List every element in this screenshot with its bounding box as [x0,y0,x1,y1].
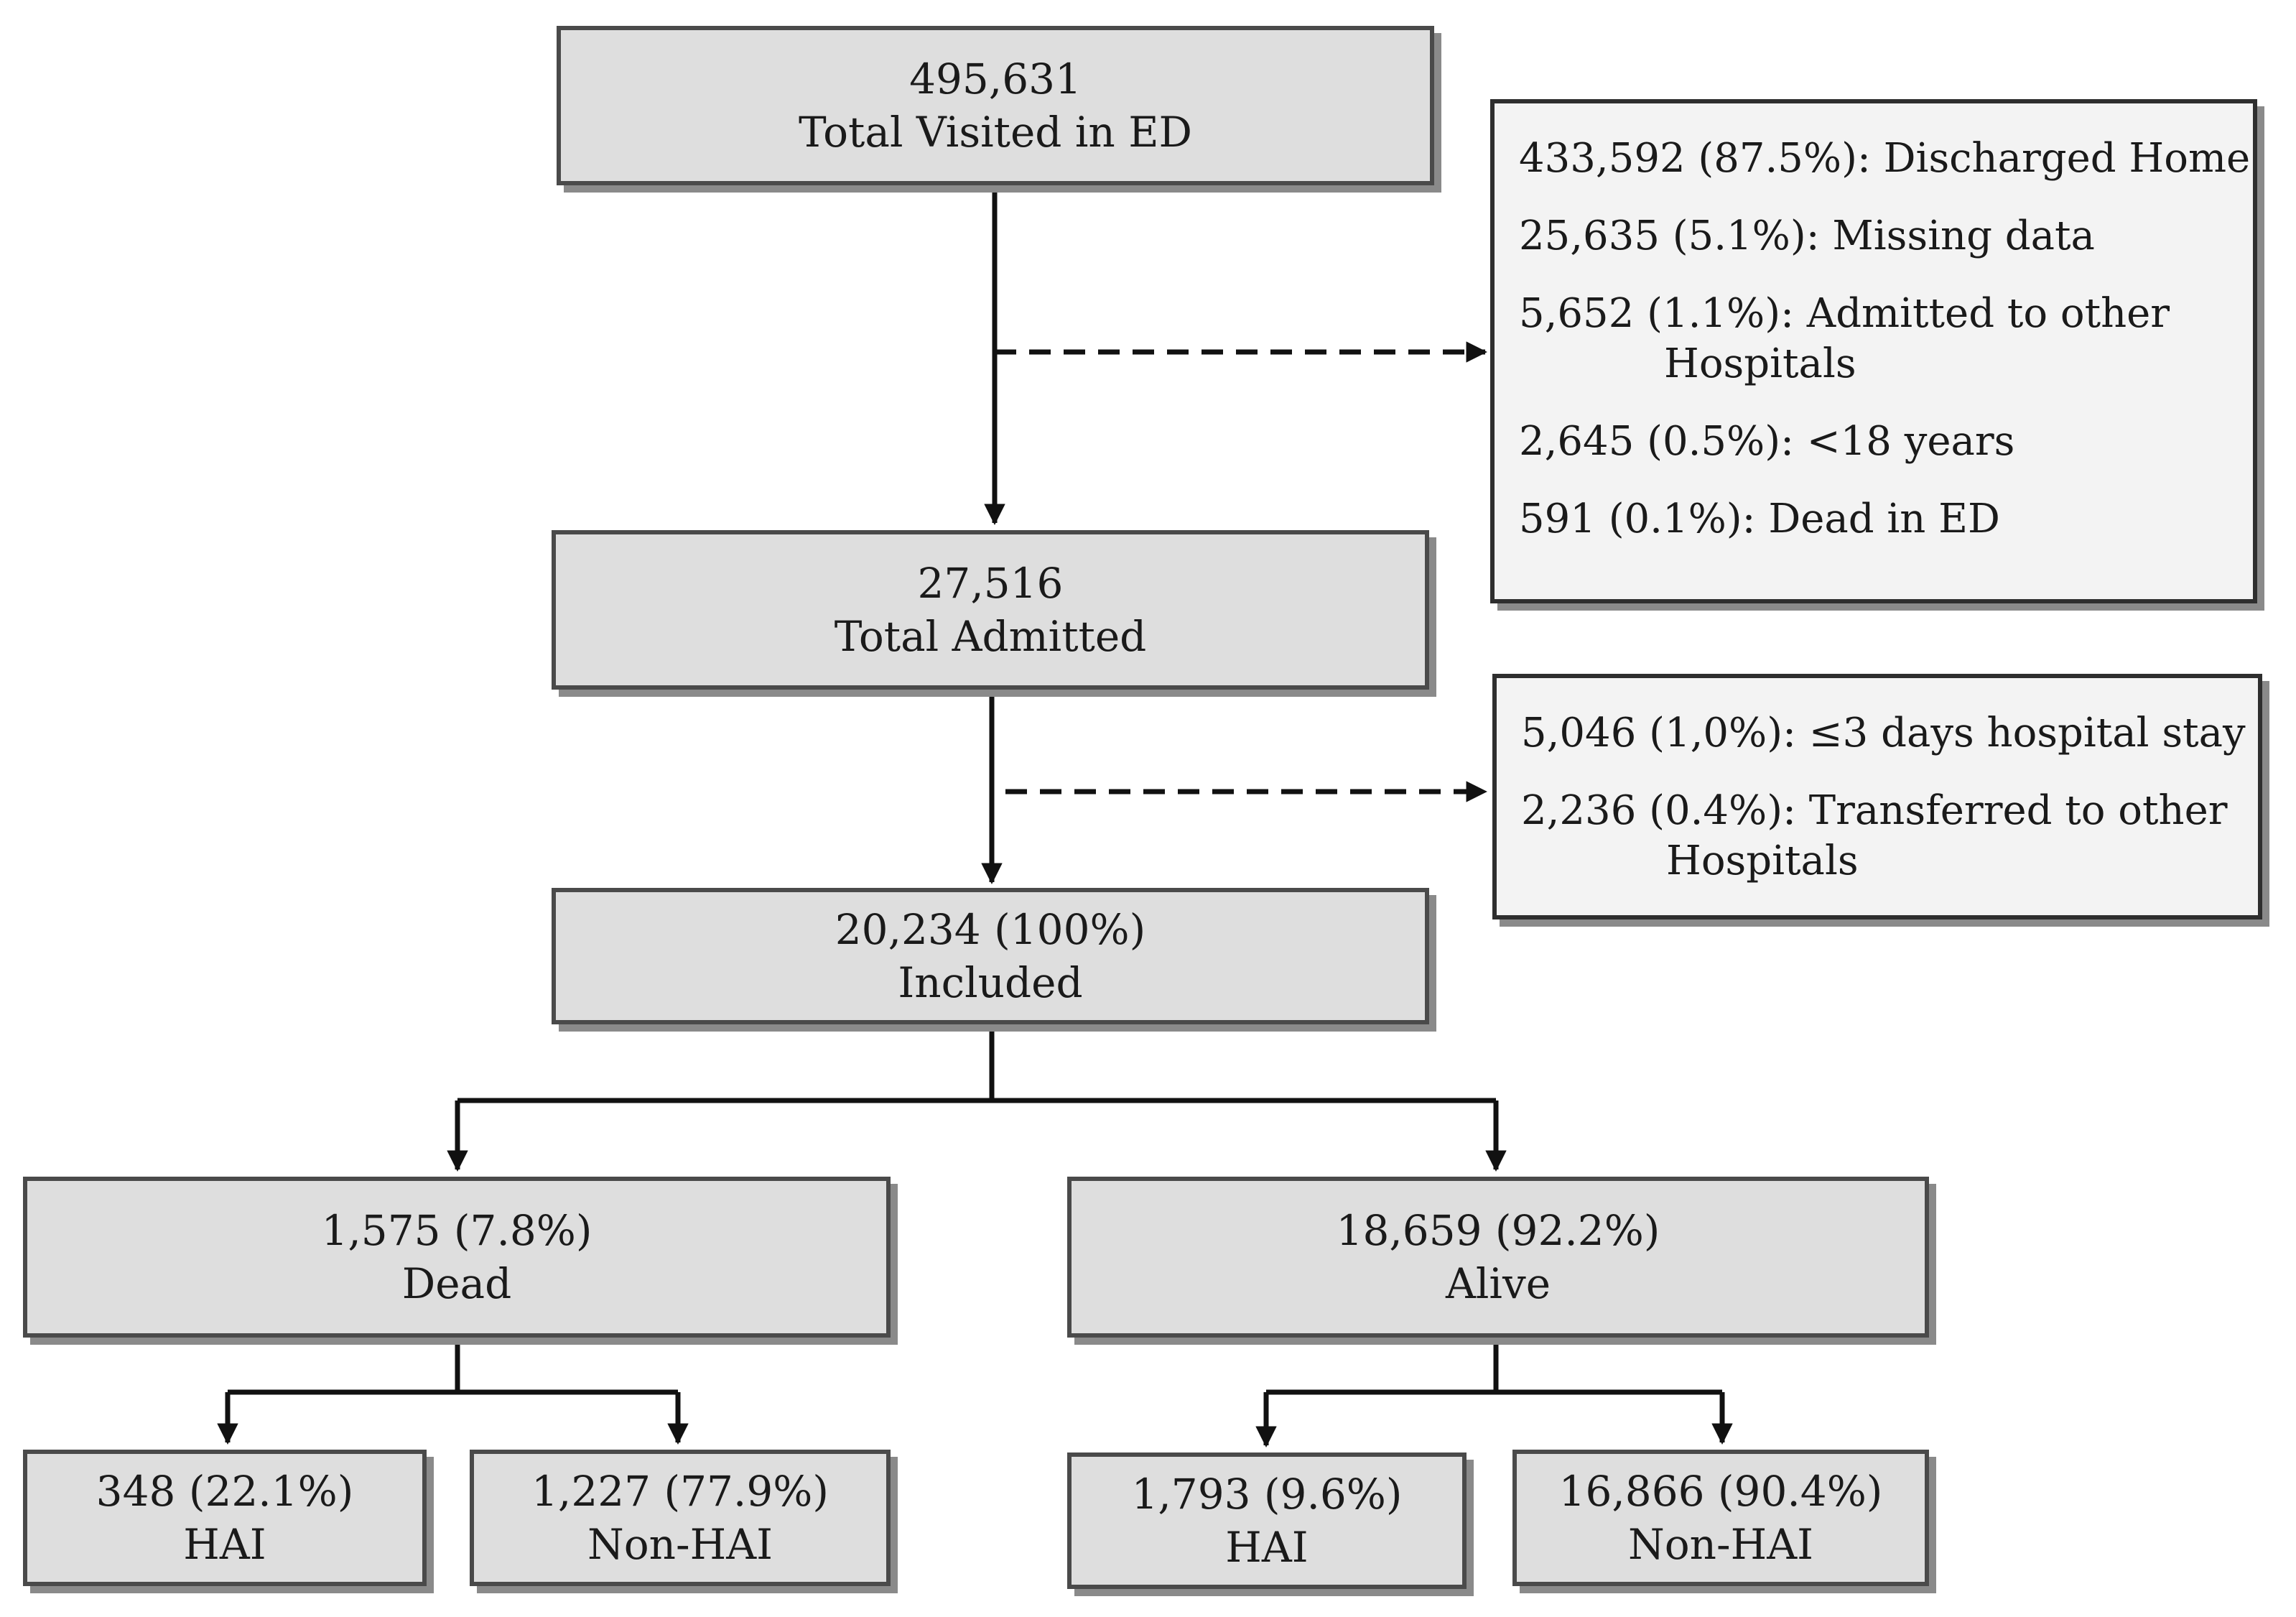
exclusion-other-hospitals-text: 5,652 (1.1%): Admitted to other [1519,290,2170,337]
dead-nonhai-box: 1,227 (77.9%) Non-HAI [470,1450,891,1586]
exclusion-missing-data: 25,635 (5.1%): Missing data [1519,213,2095,259]
branch-included-to-outcomes [457,1024,1496,1103]
total-visited-ed-count: 495,631 [909,54,1082,103]
total-visited-ed-label: Total Visited in ED [798,108,1193,157]
alive-count: 18,659 (92.2%) [1336,1205,1660,1255]
alive-label: Alive [1445,1259,1551,1308]
alive-hai-count: 1,793 (9.6%) [1131,1469,1403,1519]
dead-nonhai-count: 1,227 (77.9%) [531,1466,829,1516]
exclusion-under-18: 2,645 (0.5%): <18 years [1519,418,2015,465]
exclusion-discharged-home: 433,592 (87.5%): Discharged Home [1519,135,2251,182]
alive-box: 18,659 (92.2%) Alive [1067,1177,1929,1338]
exclusion-other-hospitals: 5,652 (1.1%): Admitted to other Hospital… [1519,289,2231,389]
dead-hai-box: 348 (22.1%) HAI [23,1450,427,1586]
alive-hai-box: 1,793 (9.6%) HAI [1067,1452,1467,1589]
exclusion-transferred-text: 2,236 (0.4%): Transferred to other [1521,787,2228,834]
exclusion-box-2: 5,046 (1,0%): ≤3 days hospital stay 2,23… [1492,674,2262,919]
alive-nonhai-count: 16,866 (90.4%) [1558,1466,1883,1516]
exclusion-transferred-cont: Hospitals [1666,838,1859,884]
dead-hai-label: HAI [183,1520,266,1569]
exclusion-dead-in-ed: 591 (0.1%): Dead in ED [1519,496,2000,542]
branch-dead-to-hai [228,1338,678,1395]
included-label: Included [898,958,1083,1007]
dead-hai-count: 348 (22.1%) [96,1466,354,1516]
exclusion-transferred: 2,236 (0.4%): Transferred to other Hospi… [1521,786,2236,886]
dead-nonhai-label: Non-HAI [587,1520,773,1569]
exclusion-box-1: 433,592 (87.5%): Discharged Home 25,635 … [1490,99,2257,603]
included-box: 20,234 (100%) Included [552,888,1429,1024]
alive-nonhai-box: 16,866 (90.4%) Non-HAI [1512,1450,1929,1586]
total-admitted-count: 27,516 [917,558,1064,608]
dead-count: 1,575 (7.8%) [321,1205,592,1255]
exclusion-other-hospitals-cont: Hospitals [1664,340,1856,387]
alive-nonhai-label: Non-HAI [1628,1520,1813,1569]
branch-alive-to-hai [1266,1338,1722,1395]
exclusion-short-stay: 5,046 (1,0%): ≤3 days hospital stay [1521,710,2246,756]
dead-box: 1,575 (7.8%) Dead [23,1177,891,1338]
total-visited-ed-box: 495,631 Total Visited in ED [557,26,1434,185]
total-admitted-label: Total Admitted [834,612,1147,661]
total-admitted-box: 27,516 Total Admitted [552,530,1429,690]
alive-hai-label: HAI [1225,1523,1309,1572]
included-count: 20,234 (100%) [835,904,1146,954]
dead-label: Dead [401,1259,512,1308]
